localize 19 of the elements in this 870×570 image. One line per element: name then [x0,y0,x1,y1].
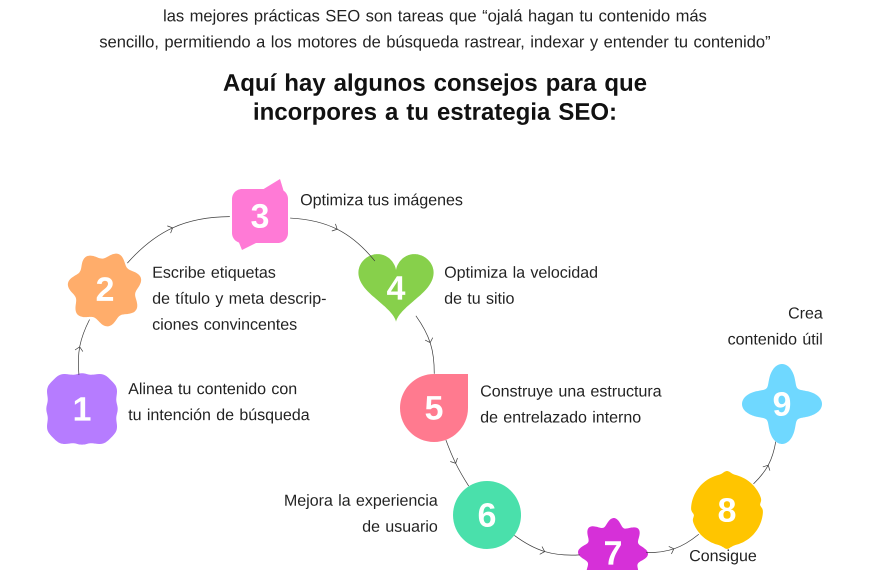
step-badge: 2 [68,254,142,326]
step-text: Mejora la experiencia de usuario [285,494,438,532]
step-text: Construye una estructura de entrelazado interno [480,385,662,423]
heading: Aquí hay algunos consejos para que incorpores a tu estrategia SEO: [224,73,646,125]
step-text: Crea contenido útil [728,307,823,345]
step-text: Optimiza la velocidad de tu sitio [444,266,597,304]
step-badge: 8 [691,470,763,549]
step-text: Consigue [690,550,756,564]
step-badge: 7 [578,518,648,570]
step-badge: 5 [400,374,468,442]
step-badge: 1 [46,373,118,445]
step-badge: 9 [742,364,822,444]
step-badge: 4 [358,254,434,322]
step-text: Alinea tu contenido con tu intención de búsqueda [128,382,310,424]
step-text: Optimiza tus imágenes [300,193,462,209]
intro-text: las mejores prácticas SEO son tareas que “ojalá hagan tu contenido más sencillo, permitiendo a los motores de búsqueda rastrear, indexar y entender tu contenido” [100,9,770,51]
step-badge: 6 [453,480,521,549]
step-badge: 3 [232,179,288,250]
step-text: Escribe etiquetas de título y meta descrip- ciones convincentes [152,266,326,330]
